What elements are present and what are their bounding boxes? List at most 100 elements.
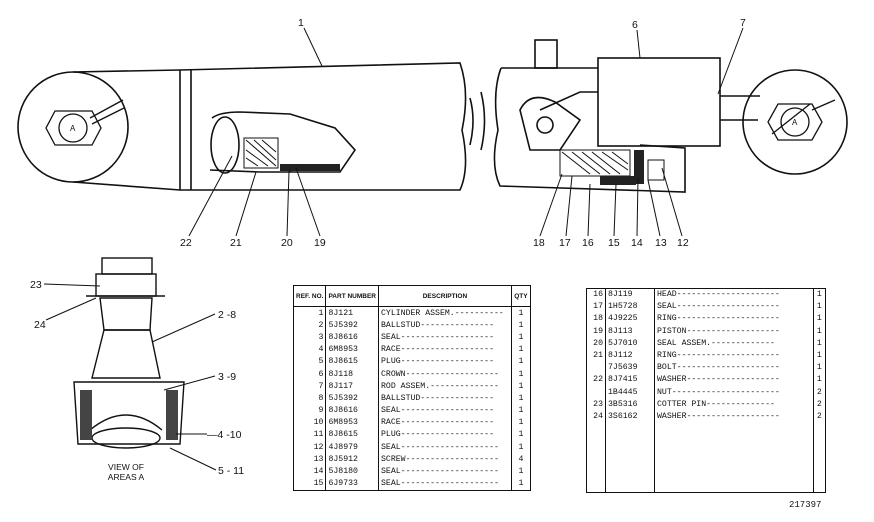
- cell-pn: 1H5728: [605, 301, 655, 314]
- view-caption: VIEW OF AREAS A: [96, 462, 156, 482]
- callout-1: 1: [298, 17, 304, 29]
- cell-desc: BOLT---------------------: [654, 362, 814, 375]
- empty-cell: [654, 423, 814, 493]
- cell-pn: 8J113: [605, 325, 655, 338]
- cell-ref: 14: [293, 465, 327, 478]
- cell-ref: 11: [293, 428, 327, 442]
- leader-2-8: [151, 313, 216, 343]
- cylinder-barrel: [17, 62, 486, 191]
- leader-7: [717, 27, 744, 95]
- cell-pn: 6J9733: [325, 477, 379, 491]
- cell-ref: 9: [293, 404, 327, 417]
- table-filler-row: [586, 423, 826, 493]
- cell-ref: 4: [293, 343, 327, 356]
- cell-desc: SEAL--------------------: [378, 441, 512, 454]
- left-pin-end: [45, 99, 125, 146]
- cell-ref: [586, 386, 606, 399]
- cell-ref: 23: [586, 398, 606, 411]
- cell-qty: 1: [518, 381, 524, 391]
- pin-label-left: A: [70, 124, 76, 133]
- cell-desc: RING---------------------: [654, 313, 814, 326]
- callout-17: 17: [559, 237, 571, 249]
- right-pin-end: [767, 99, 836, 141]
- cell-ref: 15: [293, 477, 327, 491]
- cell-qty: 1: [518, 418, 524, 428]
- leader-24: [45, 297, 97, 321]
- callout-24: 24: [34, 319, 46, 331]
- cell-ref: 16: [586, 288, 606, 302]
- cell-desc: SEAL ASSEM.-------------: [654, 337, 814, 350]
- empty-cell: [813, 423, 825, 492]
- cell-qty: 1: [518, 308, 524, 318]
- leader-22: [188, 155, 233, 237]
- cell-qty: 1: [816, 375, 822, 385]
- cell-ref: 19: [586, 325, 606, 338]
- cell-qty: 1: [816, 338, 822, 348]
- crown-cutaway: [559, 149, 665, 185]
- cell-desc: SEAL---------------------: [654, 301, 814, 314]
- callout-5-11: 5 - 11: [218, 465, 244, 477]
- cell-qty: 2: [816, 399, 822, 409]
- cell-qty: 1: [816, 314, 822, 324]
- callout-22: 22: [180, 237, 192, 249]
- cell-desc: COTTER PIN--------------: [654, 398, 814, 411]
- cell-qty: 1: [816, 290, 822, 299]
- cell-pn: 5J5392: [325, 319, 379, 332]
- cell-ref: 17: [586, 301, 606, 314]
- ballstud-view: [73, 257, 185, 449]
- cell-qty: 1: [816, 350, 822, 360]
- pin-label-right: A: [792, 118, 798, 127]
- cell-pn: 7J5639: [605, 362, 655, 375]
- cell-desc: SEAL--------------------: [378, 477, 512, 491]
- cell-qty: 1: [518, 430, 524, 440]
- leader-23: [43, 283, 101, 287]
- cell-pn: 3S6162: [605, 410, 655, 424]
- header-ref: REF. NO.: [293, 285, 327, 307]
- callout-14: 14: [631, 237, 643, 249]
- leader-21: [235, 171, 257, 237]
- cell-ref: 2: [293, 319, 327, 332]
- cell-qty: 1: [518, 369, 524, 379]
- cell-qty: 1: [518, 406, 524, 416]
- callout-6: 6: [632, 19, 638, 31]
- cell-desc: HEAD---------------------: [654, 288, 814, 302]
- leader-6: [636, 29, 641, 59]
- cell-qty: 2: [816, 411, 822, 421]
- callout-3-9: 3 -9: [218, 371, 236, 383]
- cell-qty: 1: [816, 302, 822, 312]
- cell-desc: WASHER-------------------: [654, 374, 814, 387]
- callout-15: 15: [608, 237, 620, 249]
- cell-ref: 3: [293, 331, 327, 344]
- cell-pn: 8J117: [325, 380, 379, 393]
- cell-qty: 2: [816, 387, 822, 397]
- callout-20: 20: [281, 237, 293, 249]
- callout-23: 23: [30, 279, 42, 291]
- cell-ref: 12: [293, 441, 327, 454]
- cell-qty: 1: [518, 332, 524, 342]
- cell-pn: 4J8979: [325, 441, 379, 454]
- cell-pn: 8J8616: [325, 331, 379, 344]
- rod-assembly: [493, 39, 848, 193]
- leader-5-11: [169, 447, 217, 471]
- callout-16: 16: [582, 237, 594, 249]
- cell-desc: SEAL-------------------: [378, 331, 512, 344]
- cell-ref: 6: [293, 367, 327, 381]
- cell-pn: 8J121: [325, 306, 379, 320]
- cell-desc: BALLSTUD---------------: [378, 392, 512, 405]
